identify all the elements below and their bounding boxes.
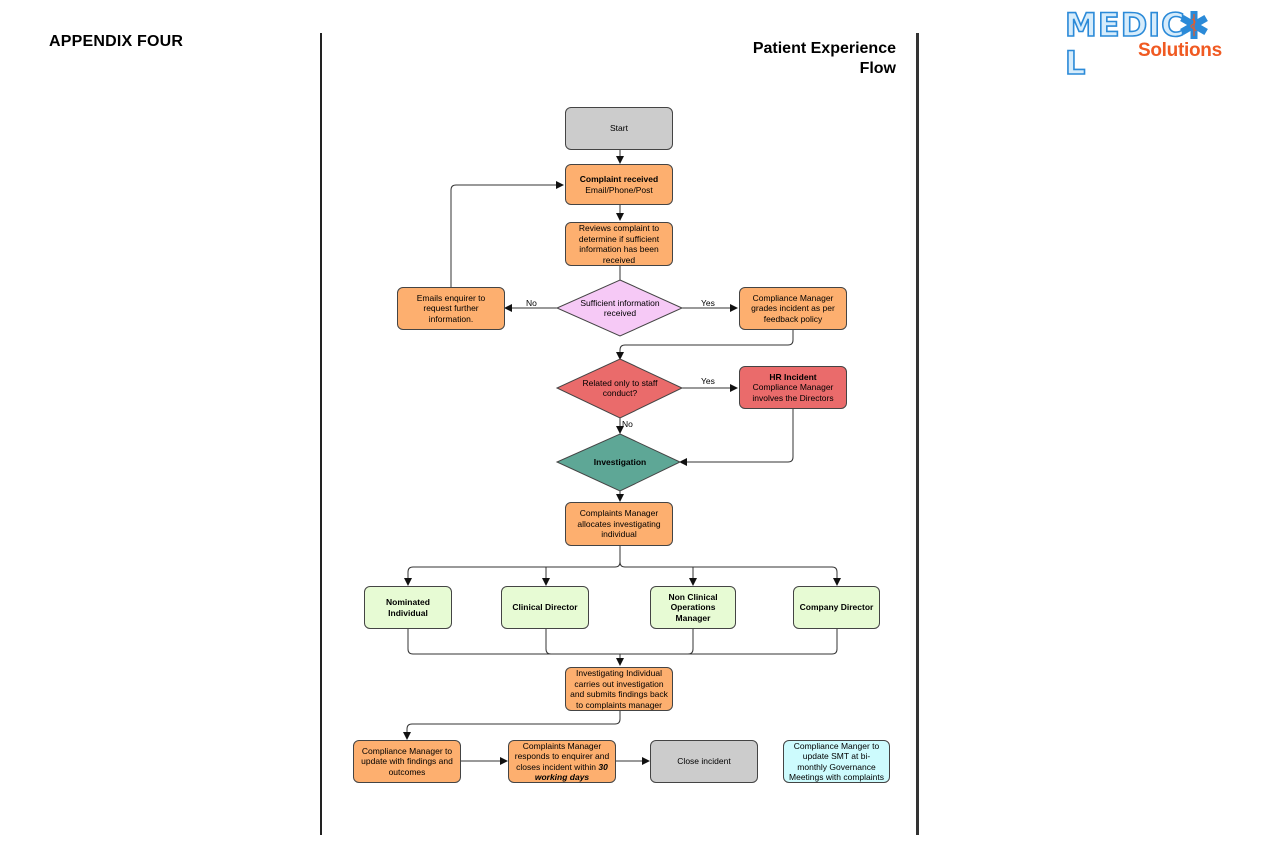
logo-word-medic: MEDIC — [1064, 5, 1186, 45]
staff-conduct-label: Related only to staff conduct? — [582, 377, 658, 399]
edge-roles-investigating — [407, 629, 838, 665]
sufficient-info-label: Sufficient information received — [580, 297, 660, 319]
decision-investigation — [555, 433, 682, 492]
appendix-heading: APPENDIX FOUR — [49, 33, 184, 50]
page-title-line1: Patient Experience — [752, 40, 896, 57]
complaints-responds-text: Complaints Manager responds to enquirer … — [514, 740, 610, 783]
decision-staff-conduct — [555, 358, 684, 419]
start-node: Start — [565, 107, 673, 150]
investigation-label: Investigation — [593, 456, 647, 467]
reviews-complaint-node: Reviews complaint to determine if suffic… — [565, 222, 673, 266]
edge-label-no-1: No — [526, 298, 537, 308]
allocates-node: Complaints Manager allocates investigati… — [565, 502, 673, 546]
complaint-received-node: Complaint received Email/Phone/Post — [565, 164, 673, 205]
role-node-nominated-individual: Nominated Individual — [364, 586, 452, 629]
company-logo: MEDICL Solutions — [1064, 5, 1235, 83]
left-divider — [320, 33, 322, 835]
decision-sufficient-info — [555, 279, 684, 337]
complaint-received-detail: Email/Phone/Post — [585, 184, 653, 195]
complaints-responds-node: Complaints Manager responds to enquirer … — [508, 740, 616, 783]
hr-incident-node: HR Incident Compliance Manager involves … — [739, 366, 847, 409]
page-title-line2: Flow — [859, 60, 896, 77]
edge-label-yes-2: Yes — [701, 376, 715, 386]
role-node-clinical-director: Clinical Director — [501, 586, 589, 629]
hr-incident-title: HR Incident — [769, 371, 817, 382]
right-divider — [916, 33, 919, 835]
edge-compliance-staff — [616, 330, 794, 360]
edge-hr-investigation — [679, 409, 794, 466]
hr-incident-detail: Compliance Manager involves the Director… — [752, 382, 834, 403]
investigating-individual-node: Investigating Individual carries out inv… — [565, 667, 673, 711]
emails-enquirer-node: Emails enquirer to request further infor… — [397, 287, 505, 330]
star-of-life-icon — [1180, 11, 1208, 39]
edge-label-yes-1: Yes — [701, 298, 715, 308]
logo-word-l: L — [1064, 43, 1087, 83]
edge-allocates-roles — [407, 546, 838, 584]
edge-emails-loop — [450, 181, 564, 287]
close-incident-node: Close incident — [650, 740, 758, 783]
role-node-company-director: Company Director — [793, 586, 880, 629]
complaint-received-title: Complaint received — [579, 174, 659, 184]
compliance-grades-node: Compliance Manager grades incident as pe… — [739, 287, 847, 330]
compliance-update-node: Compliance Manager to update with findin… — [353, 740, 461, 783]
smt-update-node: Compliance Manger to update SMT at bi-mo… — [783, 740, 890, 783]
page-title: Patient Experience Flow — [753, 39, 896, 79]
deadline-emphasis: 30 working days — [534, 761, 608, 783]
edge-investigating-update — [403, 711, 621, 740]
role-node-non-clinical-ops-manager: Non Clinical Operations Manager — [650, 586, 736, 629]
edge-label-no-2: No — [622, 419, 633, 429]
logo-word-solutions: Solutions — [1138, 40, 1222, 61]
logo-word-medical: MEDICL — [1064, 5, 1235, 83]
